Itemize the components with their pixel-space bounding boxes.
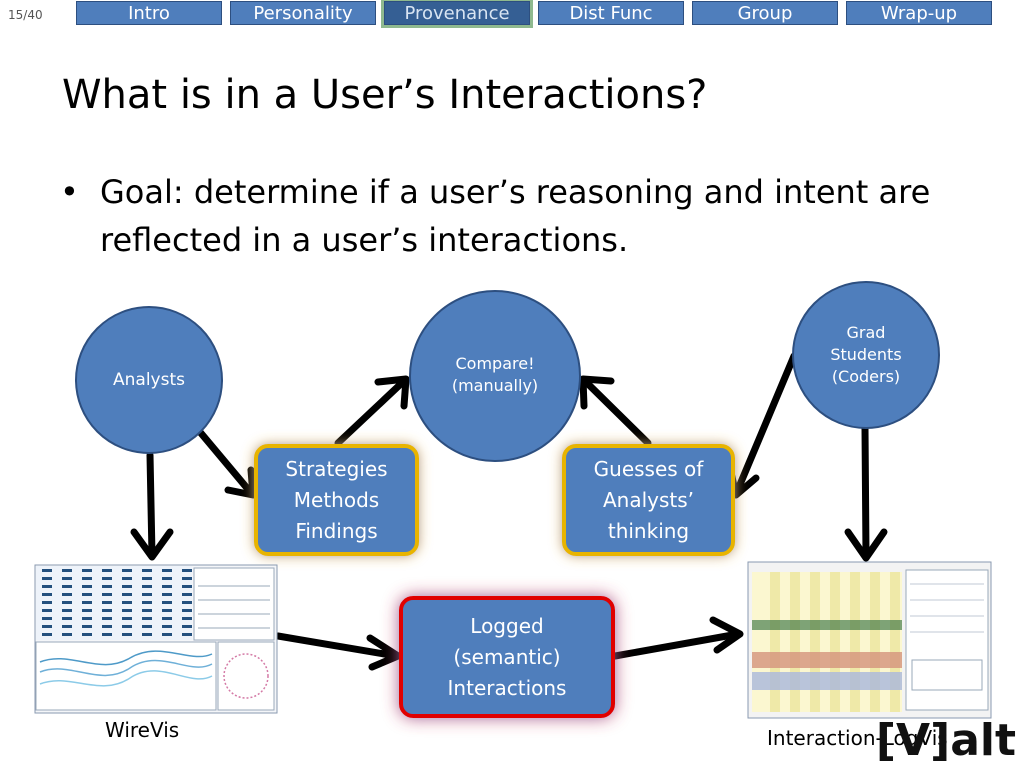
tab-dist-func[interactable]: Dist Func	[538, 1, 684, 25]
tab-intro[interactable]: Intro	[76, 1, 222, 25]
tab-wrap-up[interactable]: Wrap-up	[846, 1, 992, 25]
arrow-analysts-to-wirevis	[146, 451, 156, 559]
analysts-node	[75, 306, 223, 454]
arrows	[130, 352, 888, 671]
wirevis-screenshot	[34, 564, 278, 714]
arrow-strategies-to-compare	[334, 376, 409, 447]
bullet-mark: •	[60, 173, 79, 211]
valt-logo: [V]alt	[875, 715, 1016, 766]
analysts-label: Analysts	[113, 370, 185, 390]
arrow-analysts-to-strategies	[196, 428, 256, 498]
guesses-box	[562, 444, 735, 556]
tab-group[interactable]: Group	[692, 1, 838, 25]
tab-personality[interactable]: Personality	[230, 1, 376, 25]
arrow-logged-to-logvis	[611, 630, 742, 660]
strategies-label: Strategies Methods Findings	[285, 456, 388, 543]
compare-label: Compare! (manually)	[451, 354, 539, 395]
logvis-screenshot	[747, 561, 992, 719]
logged-label: Logged (semantic) Interactions	[447, 613, 567, 700]
grad-students-node	[792, 281, 940, 429]
logged-box	[399, 596, 615, 718]
guesses-label: Guesses of Analysts’ thinking	[593, 456, 704, 543]
arrow-guesses-to-compare	[580, 376, 652, 447]
strategies-box	[254, 444, 419, 556]
wirevis-caption: WireVis	[105, 718, 180, 742]
slide-title: What is in a User’s Interactions?	[62, 72, 708, 118]
page-number: 15/40	[8, 8, 43, 22]
interaction-logvis-caption: Interaction-LogVis	[767, 726, 948, 750]
goal-text: Goal: determine if a user’s reasoning an…	[100, 173, 931, 259]
arrow-wirevis-to-logged	[274, 632, 400, 660]
grad-students-label: Grad Students (Coders)	[830, 323, 902, 386]
arrow-grad-to-logvis	[861, 424, 870, 559]
section-nav: Intro Personality Provenance Dist Func G…	[0, 0, 1024, 28]
arrow-grad-to-guesses	[732, 352, 798, 498]
tab-provenance[interactable]: Provenance	[384, 1, 530, 25]
compare-node	[409, 290, 581, 462]
